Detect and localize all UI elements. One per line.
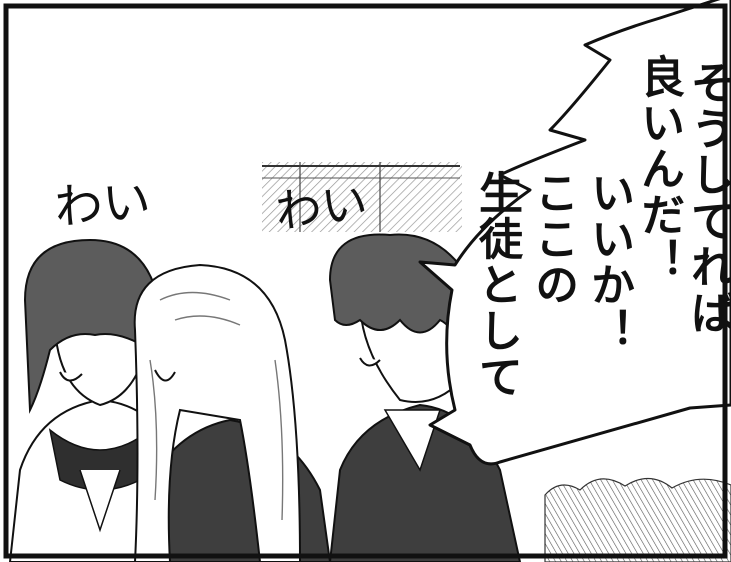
- speech-line-2: 良いんだ！: [633, 54, 684, 284]
- sound-effect-left: わい: [52, 173, 153, 236]
- sound-effect-middle: わい: [272, 175, 371, 239]
- student-center: [133, 263, 332, 562]
- speech-bubble: [418, 0, 731, 466]
- background-building: [262, 162, 462, 232]
- panel-border: [3, 3, 728, 559]
- speech-line-5: 生徒として: [471, 170, 522, 400]
- speech-line-4: ここの: [527, 170, 578, 308]
- speech-line-1: そうしてれば: [683, 60, 731, 336]
- speech-line-3: いいか！: [583, 170, 634, 354]
- background-trees: [544, 477, 731, 562]
